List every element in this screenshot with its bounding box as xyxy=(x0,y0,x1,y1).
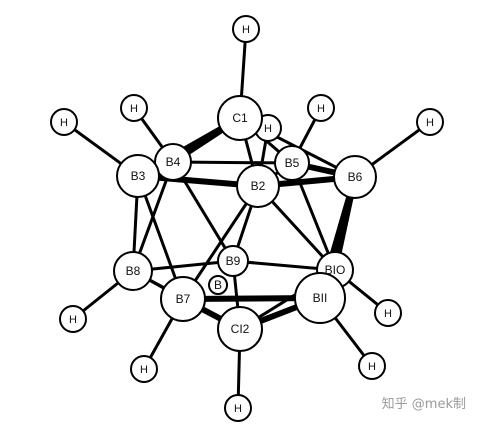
atom-c12-label: CI2 xyxy=(231,322,250,336)
hydrogen-atom-on-b11-label: H xyxy=(368,361,376,373)
atom-b11 xyxy=(294,272,346,324)
hydrogen-atom-on-c12 xyxy=(224,394,252,422)
hydrogen-atom-on-b8-label: H xyxy=(69,314,77,326)
hydrogen-atom-on-b8 xyxy=(59,305,87,333)
atom-c12 xyxy=(217,306,263,352)
watermark: 知乎 @mek制 xyxy=(381,397,466,412)
atom-b10-label: BIO xyxy=(325,263,346,277)
hydrogen-atom-on-b10 xyxy=(374,299,402,327)
atom-b7-label: B7 xyxy=(176,292,191,306)
hydrogen-atom-on-b10-label: H xyxy=(384,308,392,320)
hydrogen-atom-on-b6 xyxy=(416,108,444,136)
hydrogen-atom-on-b7 xyxy=(130,355,158,383)
bond-b5-b10 xyxy=(290,161,337,272)
atom-b5 xyxy=(274,145,310,181)
atom-b4 xyxy=(154,143,192,181)
atom-b8-label: B8 xyxy=(126,264,141,278)
hydrogen-atom-on-b3 xyxy=(50,108,78,136)
hydrogen-atom-on-b3-label: H xyxy=(60,117,68,129)
atom-b12-label: B xyxy=(214,278,222,292)
hydrogen-atom-on-b2-label: H xyxy=(264,123,272,135)
bond-layer xyxy=(62,27,432,410)
hydrogen-atom-on-b5 xyxy=(307,94,335,122)
atom-c1-label: C1 xyxy=(232,111,248,125)
atom-c1 xyxy=(217,95,263,141)
hydrogen-atom-on-b5-label: H xyxy=(317,103,325,115)
atom-b7 xyxy=(160,276,206,322)
hydrogen-atom-on-c1 xyxy=(232,15,260,43)
atom-b6-label: B6 xyxy=(348,170,363,184)
hydrogen-atom-on-c12-label: H xyxy=(234,403,242,415)
atom-b3 xyxy=(116,154,160,198)
atom-b8 xyxy=(113,251,153,291)
hydrogen-atom-on-b4-label: H xyxy=(130,103,138,115)
atom-b4-label: B4 xyxy=(166,155,181,169)
bond-b4-b9 xyxy=(171,160,235,263)
atom-b6 xyxy=(333,155,377,199)
atom-b2-label: B2 xyxy=(251,179,266,193)
hydrogen-atom-on-c1-label: H xyxy=(242,24,250,36)
atom-b2 xyxy=(236,164,280,208)
atom-b9-label: B9 xyxy=(226,254,241,268)
atom-b3-label: B3 xyxy=(131,169,146,183)
atom-b11-label: BII xyxy=(313,291,328,305)
atom-b12 xyxy=(208,275,228,295)
hydrogen-atom-on-b4 xyxy=(120,94,148,122)
atom-b5-label: B5 xyxy=(285,156,300,170)
hydrogen-atom-on-b7-label: H xyxy=(140,364,148,376)
hydrogen-atom-on-b6-label: H xyxy=(426,117,434,129)
atom-b9 xyxy=(217,245,249,277)
bond-b4-b5 xyxy=(171,160,294,165)
hydrogen-atom-on-b11 xyxy=(358,352,386,380)
